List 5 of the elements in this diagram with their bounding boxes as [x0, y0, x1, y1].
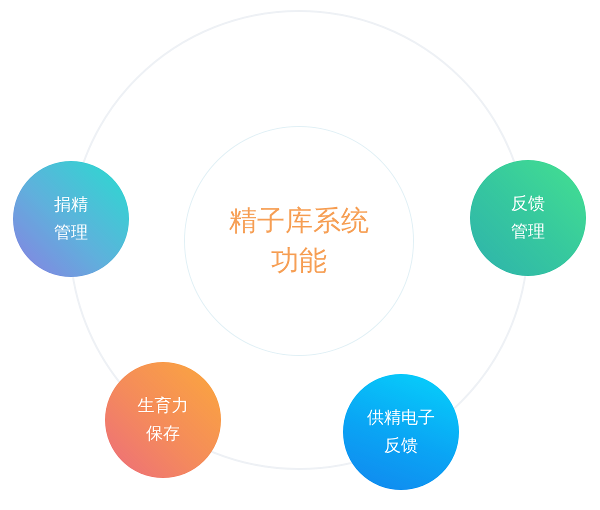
node-label: 精子库系统功能: [228, 203, 370, 279]
node-label: 生育力保存: [136, 395, 190, 446]
node-label: 捐精管理: [53, 194, 89, 245]
node-label: 反馈管理: [510, 193, 546, 244]
node-label: 供精电子反馈: [366, 407, 436, 458]
